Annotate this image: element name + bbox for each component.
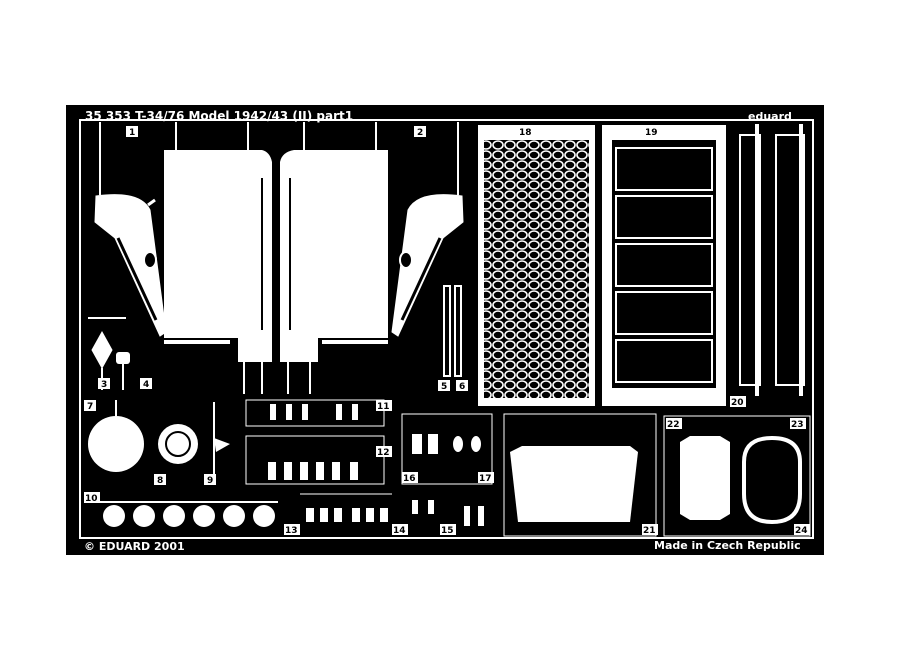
svg-text:19: 19 bbox=[645, 128, 658, 138]
part-2-right-bracket bbox=[391, 122, 464, 337]
svg-text:2: 2 bbox=[417, 128, 423, 138]
part-7-disc bbox=[88, 400, 144, 472]
panel-left bbox=[164, 150, 272, 362]
part-number-tab: 20 bbox=[730, 396, 746, 408]
part-number-tab: 21 bbox=[642, 524, 658, 536]
svg-text:11: 11 bbox=[377, 402, 390, 412]
svg-text:3: 3 bbox=[101, 380, 107, 390]
part-number-tab: 11 bbox=[376, 400, 392, 412]
svg-text:4: 4 bbox=[143, 380, 149, 390]
part-number-tab: 3 bbox=[98, 378, 110, 390]
svg-text:9: 9 bbox=[207, 476, 213, 486]
part-number-tab: 12 bbox=[376, 446, 392, 458]
part-19-frame-ladder bbox=[602, 125, 726, 406]
svg-text:13: 13 bbox=[285, 526, 298, 536]
part-number-tab: 1 bbox=[126, 126, 138, 138]
part-9-bracket bbox=[213, 402, 230, 478]
part-number-tab: 23 bbox=[790, 418, 806, 430]
svg-text:20: 20 bbox=[731, 398, 744, 408]
svg-text:18: 18 bbox=[519, 128, 532, 138]
part-11-latches bbox=[245, 399, 385, 427]
svg-text:14: 14 bbox=[393, 526, 406, 536]
part-18-mesh-grille bbox=[478, 125, 595, 406]
fret-frame bbox=[79, 119, 814, 539]
part-number-tab: 19 bbox=[644, 126, 660, 138]
part-3 bbox=[88, 317, 126, 390]
panel-right bbox=[280, 150, 388, 362]
part-number-tab: 4 bbox=[140, 378, 152, 390]
part-16-17-hinges bbox=[401, 413, 493, 485]
part-4 bbox=[116, 352, 130, 390]
brand-label: eduard bbox=[748, 110, 792, 123]
svg-text:21: 21 bbox=[643, 526, 656, 536]
svg-text:6: 6 bbox=[459, 382, 465, 392]
svg-text:24: 24 bbox=[795, 526, 808, 536]
svg-text:1: 1 bbox=[129, 128, 135, 138]
part-number-tab: 8 bbox=[154, 474, 166, 486]
part-number-tab: 5 bbox=[438, 380, 450, 392]
part-12-latches bbox=[245, 435, 385, 485]
copyright-label: © EDUARD 2001 bbox=[84, 540, 185, 553]
svg-text:12: 12 bbox=[377, 448, 390, 458]
part-number-tab: 14 bbox=[392, 524, 408, 536]
sprue-lines-top bbox=[175, 122, 377, 394]
part-number-tabs: 1 2 3 4 5 6 7 8 9 10 11 12 13 14 15 16 1… bbox=[84, 126, 810, 536]
svg-text:17: 17 bbox=[479, 474, 492, 484]
part-number-tab: 18 bbox=[518, 126, 534, 138]
part-number-tab: 9 bbox=[204, 474, 216, 486]
part-20-strips bbox=[739, 124, 805, 396]
part-number-tab: 17 bbox=[478, 472, 494, 484]
part-8-disc bbox=[158, 424, 198, 464]
part-21-box bbox=[503, 413, 657, 537]
made-in-label: Made in Czech Republic bbox=[654, 539, 801, 552]
part-5-6-rods bbox=[443, 285, 462, 377]
svg-text:7: 7 bbox=[87, 402, 93, 412]
svg-text:8: 8 bbox=[157, 476, 163, 486]
svg-text:5: 5 bbox=[441, 382, 447, 392]
part-number-tab: 6 bbox=[456, 380, 468, 392]
svg-text:22: 22 bbox=[667, 420, 680, 430]
svg-text:15: 15 bbox=[441, 526, 454, 536]
part-number-tab: 13 bbox=[284, 524, 300, 536]
svg-text:23: 23 bbox=[791, 420, 804, 430]
part-22-23-24-hatches bbox=[663, 415, 811, 537]
part-13-14-15-small-parts bbox=[300, 493, 484, 526]
svg-text:10: 10 bbox=[85, 494, 98, 504]
part-number-tab: 22 bbox=[666, 418, 682, 430]
part-number-tab: 15 bbox=[440, 524, 456, 536]
part-number-tab: 2 bbox=[414, 126, 426, 138]
svg-text:16: 16 bbox=[403, 474, 416, 484]
part-number-tab: 7 bbox=[84, 400, 96, 412]
part-number-tab: 10 bbox=[84, 492, 100, 504]
fret-header-text: 35 353 T-34/76 Model 1942/43 (II) part1 bbox=[85, 109, 353, 123]
part-number-tab: 24 bbox=[794, 524, 810, 536]
part-10-disc-row bbox=[90, 501, 278, 527]
part-1-left-bracket bbox=[94, 122, 167, 337]
part-number-tab: 16 bbox=[402, 472, 418, 484]
